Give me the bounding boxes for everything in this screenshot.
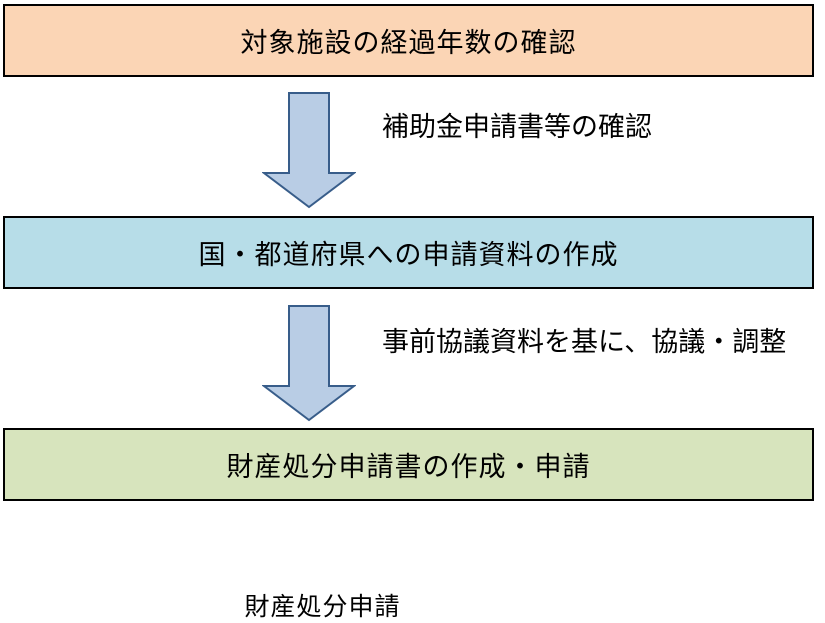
- flow-step-1-label: 対象施設の経過年数の確認: [240, 28, 577, 59]
- arrow-1-note: 補助金申請書等の確認: [382, 112, 652, 143]
- figure-caption: 財産処分申請: [244, 592, 401, 621]
- arrow-2-note: 事前協議資料を基に、協議・調整: [382, 327, 787, 358]
- flow-step-3-label: 財産処分申請書の作成・申請: [226, 452, 591, 483]
- flow-step-2-box: 国・都道府県への申請資料の作成: [3, 216, 814, 289]
- flow-step-1-box: 対象施設の経過年数の確認: [3, 4, 814, 77]
- down-arrow-1: [262, 92, 356, 209]
- down-arrow-2: [262, 305, 356, 422]
- flow-step-2-label: 国・都道府県への申請資料の作成: [198, 240, 619, 271]
- flow-step-3-box: 財産処分申請書の作成・申請: [3, 428, 814, 501]
